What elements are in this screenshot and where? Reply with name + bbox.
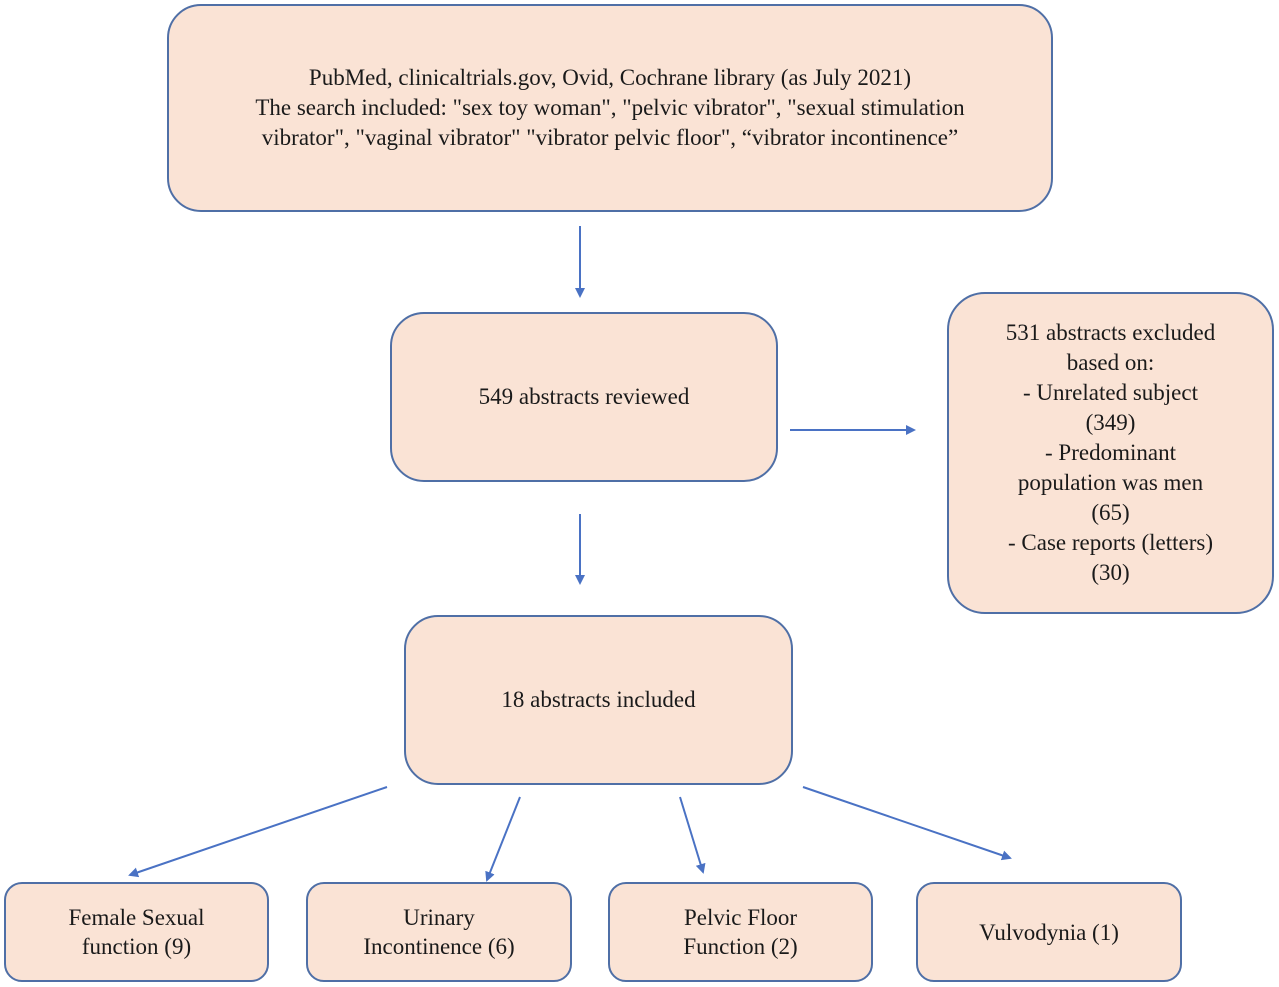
arrow-included-to-vulvodynia xyxy=(802,786,1012,861)
arrow-included-to-pelvic-floor xyxy=(679,796,706,874)
category-urinary-incontinence: Urinary Incontinence (6) xyxy=(306,882,572,982)
search-line-2: The search included: "sex toy woman", "p… xyxy=(255,95,965,120)
excluded-line-4: (349) xyxy=(1085,410,1136,435)
category-label-line-1: Vulvodynia (1) xyxy=(979,919,1119,945)
search-line-3: vibrator", "vaginal vibrator" "vibrator … xyxy=(261,125,959,150)
category-label-line-1: Female Sexual xyxy=(68,905,205,930)
arrow-included-to-female-sexual xyxy=(128,786,388,878)
category-label-line-2: Incontinence (6) xyxy=(363,934,515,959)
abstracts-excluded-box: 531 abstracts excluded based on: - Unrel… xyxy=(947,292,1274,614)
excluded-line-8: - Case reports (letters) xyxy=(1007,530,1213,555)
excluded-line-1: 531 abstracts excluded xyxy=(1005,320,1216,345)
abstracts-reviewed-label: 549 abstracts reviewed xyxy=(478,384,690,409)
category-label-line-1: Urinary xyxy=(403,905,475,930)
abstracts-included-label: 18 abstracts included xyxy=(501,687,696,712)
category-label-line-2: function (9) xyxy=(81,934,192,959)
category-female-sexual-function: Female Sexual function (9) xyxy=(4,882,269,982)
category-pelvic-floor-function: Pelvic Floor Function (2) xyxy=(608,882,873,982)
category-label-line-2: Function (2) xyxy=(683,934,798,959)
excluded-line-3: - Unrelated subject xyxy=(1023,380,1198,405)
abstracts-included-box: 18 abstracts included xyxy=(404,615,793,785)
excluded-line-5: - Predominant xyxy=(1045,440,1176,465)
excluded-line-7: (65) xyxy=(1091,500,1130,525)
search-sources-box: PubMed, clinicaltrials.gov, Ovid, Cochra… xyxy=(167,4,1053,212)
arrow-included-to-urinary xyxy=(485,796,521,882)
category-label-line-1: Pelvic Floor xyxy=(683,905,798,930)
search-line-1: PubMed, clinicaltrials.gov, Ovid, Cochra… xyxy=(308,65,912,90)
abstracts-reviewed-box: 549 abstracts reviewed xyxy=(390,312,778,482)
excluded-line-2: based on: xyxy=(1066,350,1155,375)
category-vulvodynia: Vulvodynia (1) xyxy=(916,882,1182,982)
excluded-line-9: (30) xyxy=(1091,560,1130,585)
excluded-line-6: population was men xyxy=(1017,470,1204,495)
